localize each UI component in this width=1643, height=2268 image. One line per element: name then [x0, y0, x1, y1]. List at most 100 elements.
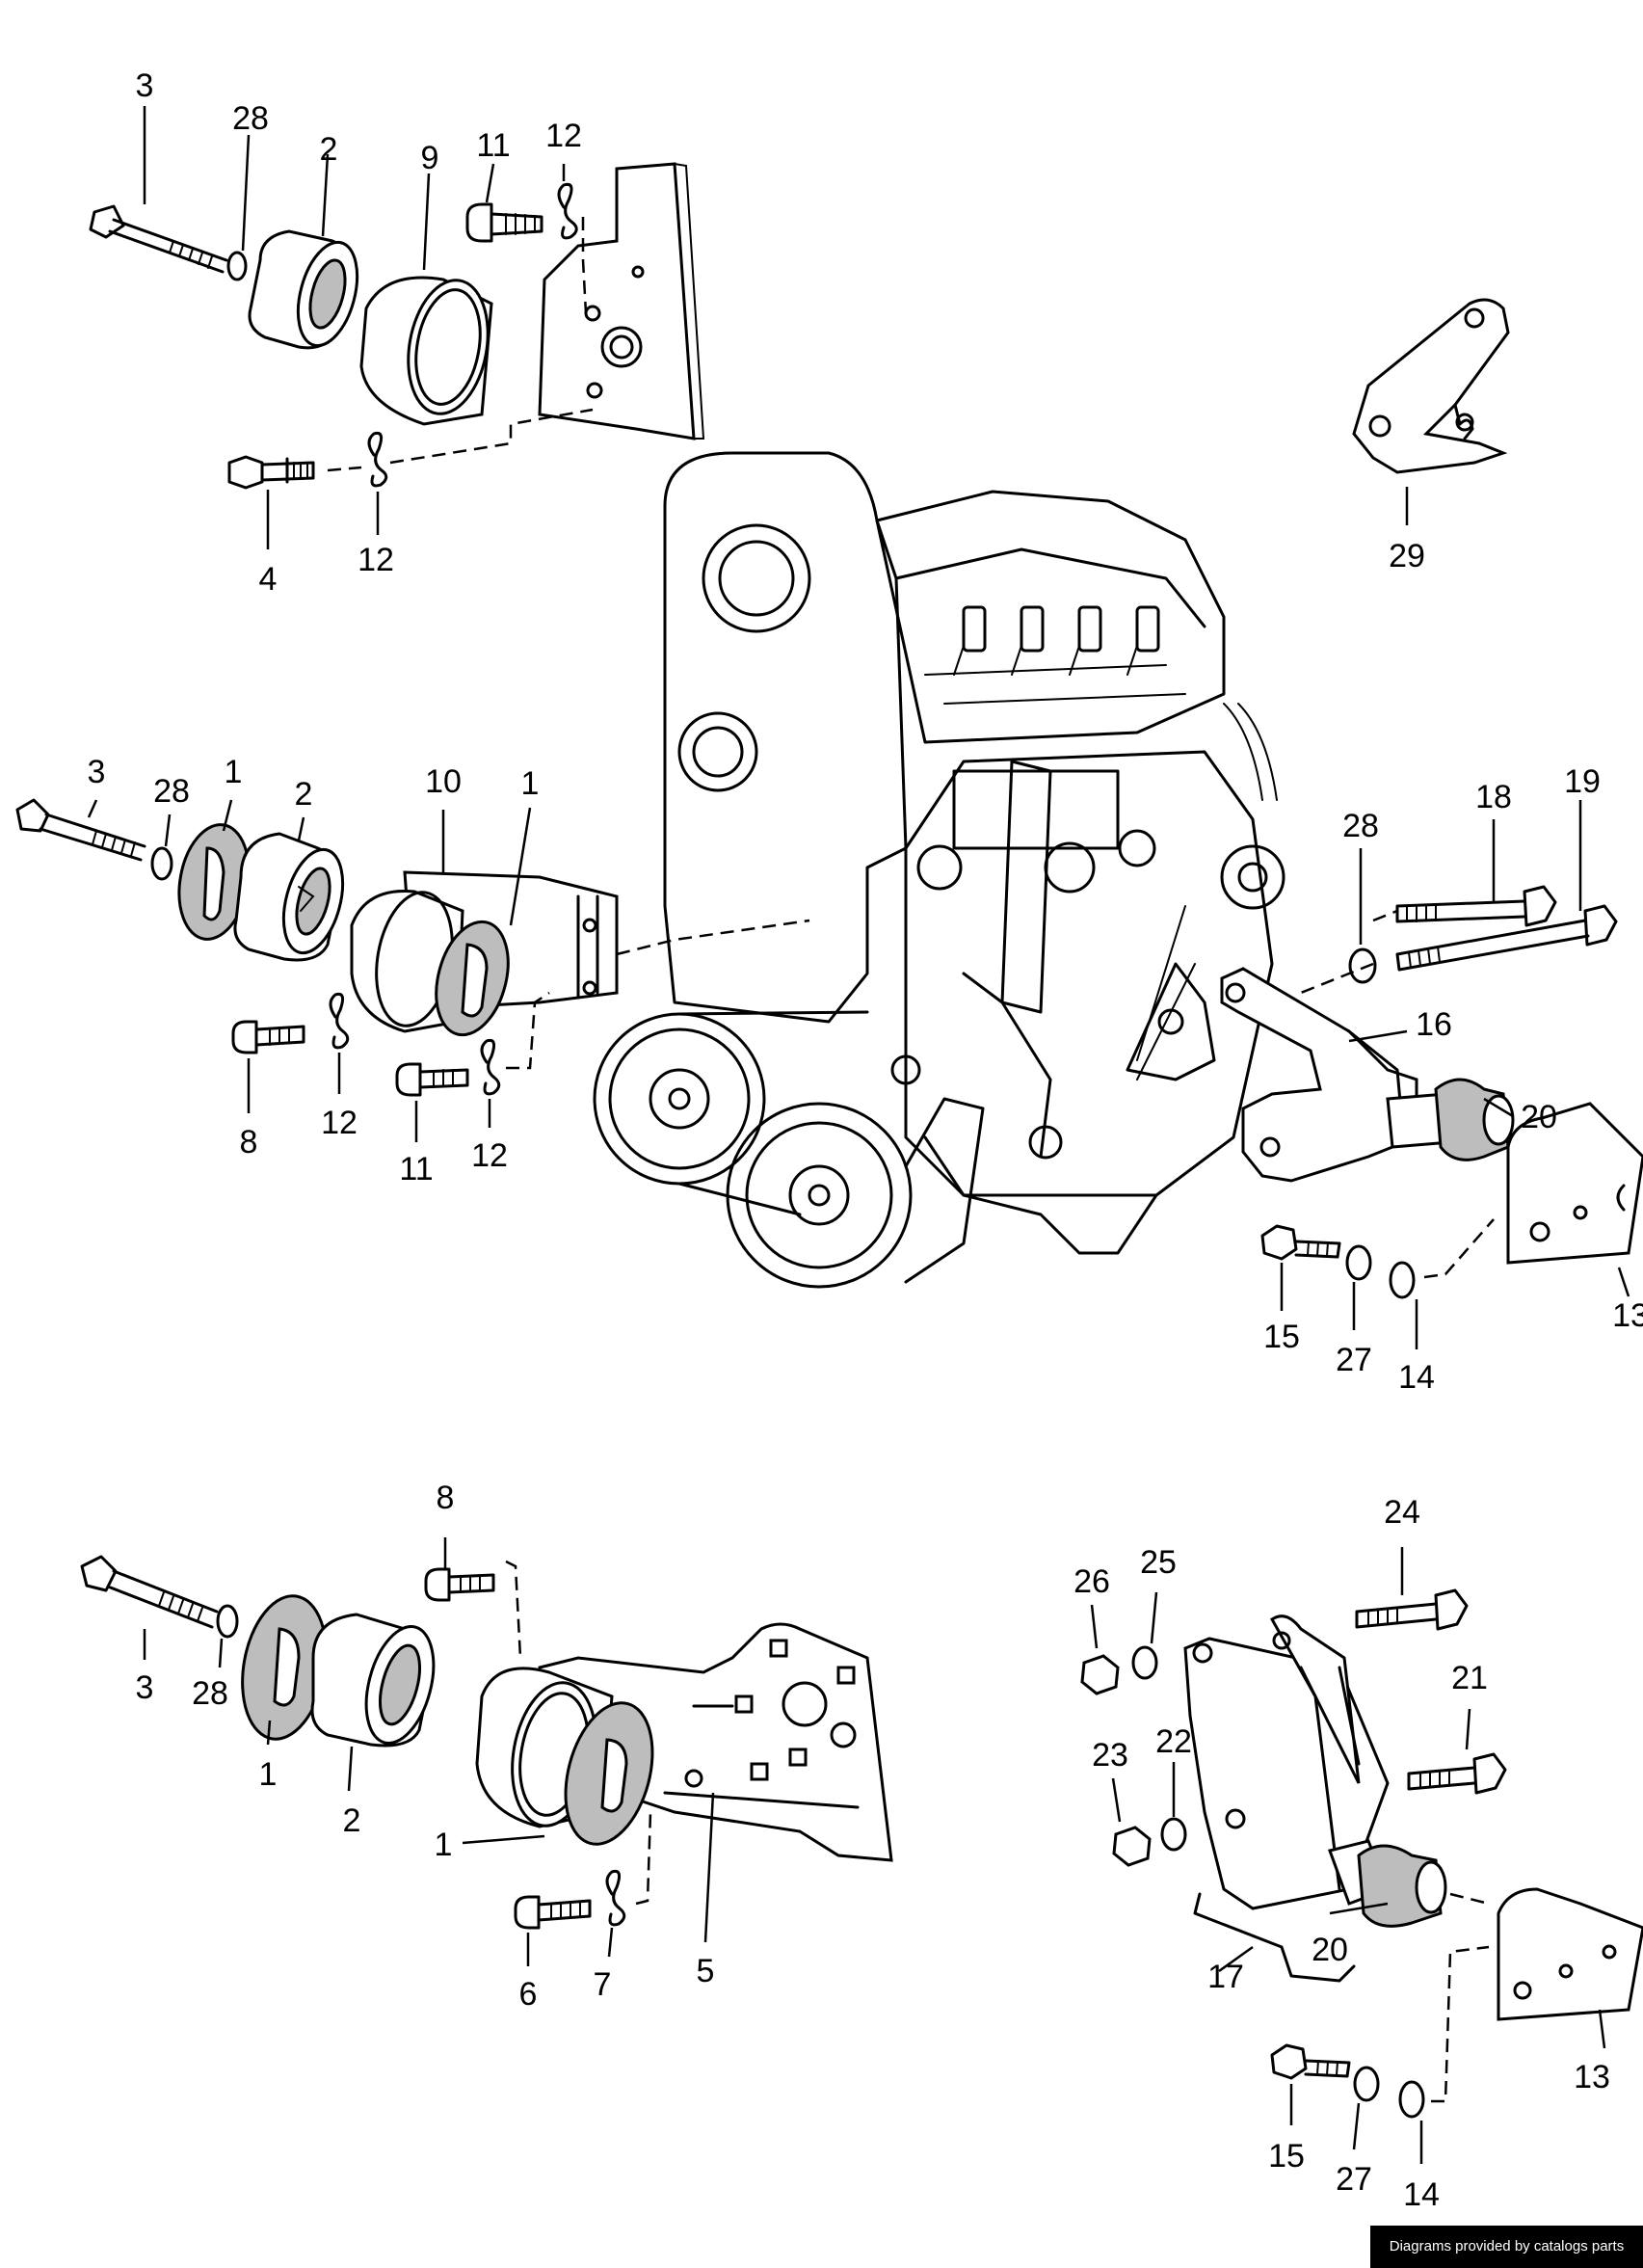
- bolt-8b-icon: [424, 1567, 495, 1602]
- washer-28b-icon: [150, 846, 173, 881]
- spring-clip-12-icon: [557, 182, 578, 240]
- bolt-19-icon: [1395, 904, 1618, 972]
- lock-washer-27b-icon: [1353, 2066, 1380, 2102]
- callout-label: 27: [1336, 1342, 1372, 1378]
- spring-clip-12d-icon: [480, 1038, 501, 1096]
- callout-label: 6: [519, 1976, 538, 2013]
- bolt-15b-icon: [1270, 2043, 1351, 2080]
- bolt-3-icon: [89, 204, 228, 274]
- callout-label: 17: [1207, 1959, 1244, 1995]
- stud-bolt-4-icon: [227, 455, 315, 490]
- bolt-18-icon: [1395, 885, 1557, 927]
- callout-label: 28: [232, 100, 269, 137]
- callout-label: 28: [192, 1675, 228, 1712]
- callout-label: 20: [1521, 1099, 1557, 1135]
- bolt-6-icon: [514, 1895, 592, 1930]
- bolt-8-icon: [231, 1020, 305, 1054]
- callout-label: 15: [1263, 1319, 1300, 1355]
- callout-label: 3: [88, 754, 106, 790]
- callout-label: 13: [1574, 2059, 1610, 2095]
- callout-label: 20: [1312, 1932, 1348, 1968]
- mount-bracket-5-icon: [538, 1622, 893, 1862]
- engine-block-drawing: [593, 451, 1285, 1289]
- callout-label: 1: [259, 1756, 278, 1793]
- bolt-21-icon: [1407, 1752, 1507, 1795]
- callout-label: 11: [476, 127, 510, 164]
- callout-label: 2: [343, 1802, 361, 1839]
- mount-sleeve-9-icon: [359, 276, 493, 426]
- callout-label: 23: [1092, 1737, 1128, 1774]
- callout-label: 14: [1403, 2176, 1440, 2213]
- callout-label: 27: [1336, 2161, 1372, 2198]
- washer-28d-icon: [216, 1604, 239, 1639]
- callout-label: 28: [1342, 808, 1379, 844]
- lock-washer-25-icon: [1131, 1645, 1158, 1680]
- callout-label: 8: [437, 1480, 455, 1516]
- mount-group-bottom-left: [80, 1537, 893, 1966]
- callout-label: 4: [259, 561, 278, 598]
- callout-label: 3: [136, 1669, 154, 1706]
- callout-label: 5: [697, 1953, 715, 1989]
- lock-washer-27-icon: [1345, 1244, 1372, 1281]
- rubber-bushing-2b-icon: [233, 832, 345, 962]
- callout-labels: 3 28 2 9 11 12 12 4 29 3 28 1 2 10 1 8 1…: [88, 67, 1643, 2213]
- bolt-11-icon: [465, 202, 543, 243]
- rubber-disc-1-icon: [177, 823, 251, 941]
- mount-group-top-left: [89, 106, 705, 549]
- rubber-disc-1b-icon: [435, 920, 510, 1037]
- callout-label: 12: [545, 118, 582, 154]
- callout-label: 19: [1564, 763, 1601, 800]
- washer-28-icon: [226, 251, 248, 281]
- rubber-mount-20-icon: [1386, 1078, 1515, 1161]
- callout-label: 1: [521, 765, 540, 802]
- callout-label: 29: [1389, 538, 1425, 574]
- callout-label: 24: [1384, 1494, 1420, 1531]
- mount-group-bottom-right: [1080, 1547, 1643, 2164]
- mount-plate-13b-icon: [1497, 1887, 1643, 2021]
- washer-14-icon: [1389, 1261, 1416, 1299]
- nut-26-icon: [1080, 1654, 1120, 1695]
- washer-28c-icon: [1348, 947, 1377, 984]
- mount-group-mid-left: [15, 798, 810, 1142]
- callout-label: 1: [225, 754, 243, 790]
- callout-label: 7: [594, 1966, 612, 2003]
- bolt-15-icon: [1260, 1224, 1341, 1261]
- callout-label: 15: [1268, 2138, 1305, 2175]
- callout-label: 3: [136, 67, 154, 104]
- callout-label: 26: [1073, 1563, 1110, 1600]
- callout-label: 10: [425, 763, 462, 800]
- callout-label: 21: [1451, 1660, 1488, 1696]
- callout-label: 12: [358, 542, 394, 578]
- washer-14b-icon: [1398, 2080, 1425, 2119]
- rubber-disc-1c-icon: [241, 1594, 328, 1741]
- mount-bracket-17-icon: [1183, 1614, 1390, 1910]
- callout-label: 28: [153, 773, 190, 810]
- spring-clip-12b-icon: [367, 431, 388, 488]
- rubber-bushing-2-icon: [248, 229, 359, 350]
- mount-bracket-16-icon: [1220, 967, 1418, 1183]
- callout-label: 18: [1475, 779, 1512, 815]
- callout-label: 16: [1416, 1006, 1452, 1043]
- callout-label: 25: [1140, 1544, 1177, 1581]
- callout-label: 13: [1612, 1297, 1643, 1334]
- callout-label: 2: [295, 776, 313, 813]
- mount-bracket-plate-icon: [538, 162, 705, 440]
- bracket-29-icon: [1352, 298, 1510, 525]
- callout-label: 22: [1155, 1723, 1192, 1760]
- spring-clip-7-icon: [605, 1869, 626, 1927]
- callout-label: 11: [399, 1151, 433, 1187]
- credit-banner: Diagrams provided by catalogs parts: [1370, 2226, 1643, 2268]
- rubber-bushing-2c-icon: [310, 1613, 436, 1748]
- lock-washer-22-icon: [1160, 1817, 1187, 1852]
- bolt-3b-icon: [15, 798, 146, 862]
- nut-23-icon: [1112, 1826, 1152, 1867]
- bolt-24-icon: [1355, 1588, 1469, 1631]
- callout-label: 9: [421, 140, 439, 176]
- callout-label: 12: [321, 1105, 358, 1141]
- callout-label: 1: [435, 1827, 453, 1863]
- spring-clip-12c-icon: [329, 992, 350, 1050]
- mount-plate-13-icon: [1506, 1102, 1643, 1265]
- callout-label: 12: [471, 1137, 508, 1174]
- bolt-3c-icon: [80, 1555, 219, 1629]
